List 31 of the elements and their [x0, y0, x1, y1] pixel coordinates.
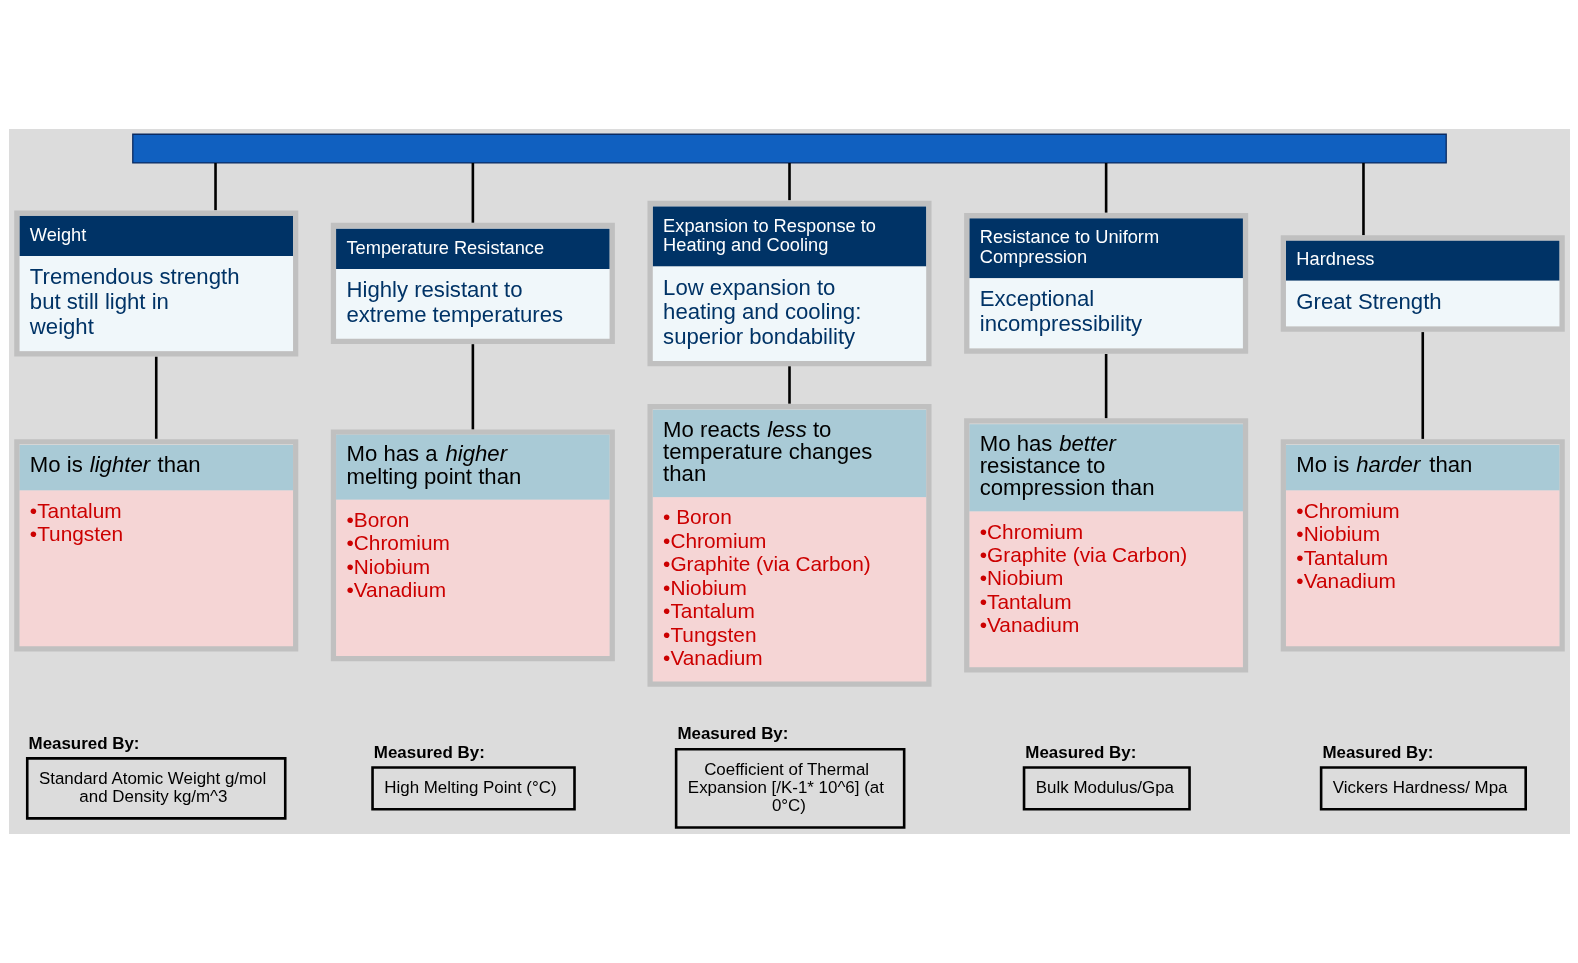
node-box: Weight Tremendous strength but still light in weight — [13, 210, 298, 357]
node-label: Measured By: — [373, 742, 485, 762]
node-label: Measured By: — [1024, 742, 1136, 762]
node-box: Standard Atomic Weight g/mol and Density kg/m^3 — [25, 757, 287, 820]
node-box: Mo is harder than •Chromium •Niobium •Tantalum •Vanadium — [1280, 439, 1565, 652]
node-box: Expansion to Response to Heating and Cooling Low expansion to heating and cooling: superior bondability — [646, 200, 932, 367]
node-box: Resistance to Uniform Compression Exceptional incompressibility — [963, 213, 1248, 354]
connector — [154, 356, 158, 439]
connector — [787, 366, 791, 404]
node-box: Hardness Great Strength — [1280, 235, 1565, 332]
connector — [1104, 163, 1107, 213]
connector — [471, 344, 474, 430]
node-box: Vickers Hardness/ Mpa — [1319, 766, 1527, 811]
node-label: Measured By: — [676, 724, 788, 744]
node-box: Mo reacts less to temperature changes than • Boron •Chromium •Graphite (via Carbon) •Niobium •Tantalum •Tungsten •Vanadium — [646, 403, 932, 687]
node-box: Mo has a higher melting point than •Boron •Chromium •Niobium •Vanadium — [330, 429, 615, 662]
node-box: Bulk Modulus/Gpa — [1022, 766, 1191, 811]
node-box: High Melting Point (°C) — [370, 766, 576, 811]
node-box: Coefficient of Thermal Expansion [/K-1* 10^6] (at 0°C) — [674, 747, 905, 829]
connector — [1104, 353, 1107, 419]
node-label: Measured By: — [1321, 742, 1433, 762]
node-box: Temperature Resistance Highly resistant to extreme temperatures — [330, 222, 615, 345]
connector — [1361, 163, 1365, 236]
connector — [471, 163, 474, 223]
node-box: Mo has better resistance to compression than •Chromium •Graphite (via Carbon) •Niobium •Tantalum •Vanadium — [963, 418, 1248, 673]
node-box — [131, 133, 1447, 164]
connector — [1420, 332, 1424, 439]
connector — [787, 163, 791, 201]
node-label: Measured By: — [28, 733, 140, 753]
connector — [213, 163, 217, 211]
node-box: Mo is lighter than •Tantalum •Tungsten — [13, 439, 298, 652]
